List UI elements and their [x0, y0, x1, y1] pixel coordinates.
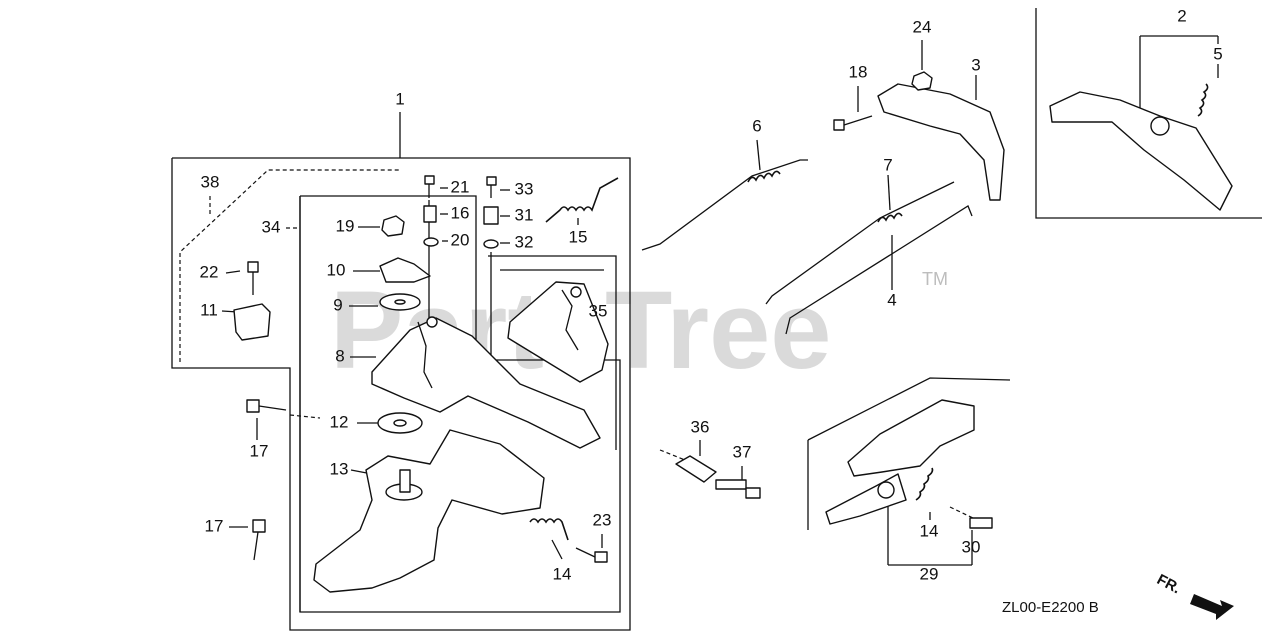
callout-labels: 1 2 3 4 5 6 7 8 9 10 11 12 13 14 14 15 1…	[200, 6, 1223, 583]
callout-8[interactable]: 8	[335, 346, 344, 365]
callout-14-left[interactable]: 14	[553, 564, 572, 583]
assembly-frames	[171, 157, 631, 631]
callout-17-upper[interactable]: 17	[250, 441, 269, 460]
callout-30[interactable]: 30	[962, 537, 981, 556]
callout-36[interactable]: 36	[691, 417, 710, 436]
callout-17-lower[interactable]: 17	[205, 516, 224, 535]
callout-29[interactable]: 29	[920, 564, 939, 583]
callout-34[interactable]: 34	[262, 217, 281, 236]
callout-20[interactable]: 20	[451, 230, 470, 249]
callout-13[interactable]: 13	[330, 459, 349, 478]
callout-35[interactable]: 35	[589, 301, 608, 320]
callout-4[interactable]: 4	[887, 290, 896, 309]
callout-3[interactable]: 3	[971, 55, 980, 74]
callout-12[interactable]: 12	[330, 412, 349, 431]
callout-31[interactable]: 31	[515, 205, 534, 224]
callout-2[interactable]: 2	[1177, 6, 1186, 25]
front-direction-label: FR.	[1154, 571, 1183, 597]
callout-5[interactable]: 5	[1213, 44, 1222, 63]
callout-21[interactable]: 21	[451, 177, 470, 196]
callout-14-right[interactable]: 14	[920, 521, 939, 540]
callout-7[interactable]: 7	[883, 155, 892, 174]
watermark-trademark: TM	[922, 269, 948, 289]
callout-10[interactable]: 10	[327, 260, 346, 279]
leader-lines	[209, 35, 1219, 566]
callout-1[interactable]: 1	[395, 89, 404, 108]
callout-37[interactable]: 37	[733, 442, 752, 461]
callout-9[interactable]: 9	[333, 295, 342, 314]
callout-15[interactable]: 15	[569, 227, 588, 246]
front-direction-indicator: FR.	[1154, 571, 1234, 620]
part-shapes	[233, 8, 1262, 593]
front-arrow-icon	[1190, 594, 1234, 620]
callout-18[interactable]: 18	[849, 62, 868, 81]
callout-22[interactable]: 22	[200, 262, 219, 281]
callout-24[interactable]: 24	[913, 17, 932, 36]
callout-19[interactable]: 19	[336, 216, 355, 235]
diagram-code: ZL00-E2200 B	[1002, 599, 1099, 616]
callout-11[interactable]: 11	[200, 300, 218, 319]
callout-23[interactable]: 23	[593, 510, 612, 529]
callout-6[interactable]: 6	[752, 116, 761, 135]
callout-16[interactable]: 16	[451, 203, 470, 222]
callout-33[interactable]: 33	[515, 179, 534, 198]
callout-32[interactable]: 32	[515, 232, 534, 251]
callout-38[interactable]: 38	[201, 172, 220, 191]
